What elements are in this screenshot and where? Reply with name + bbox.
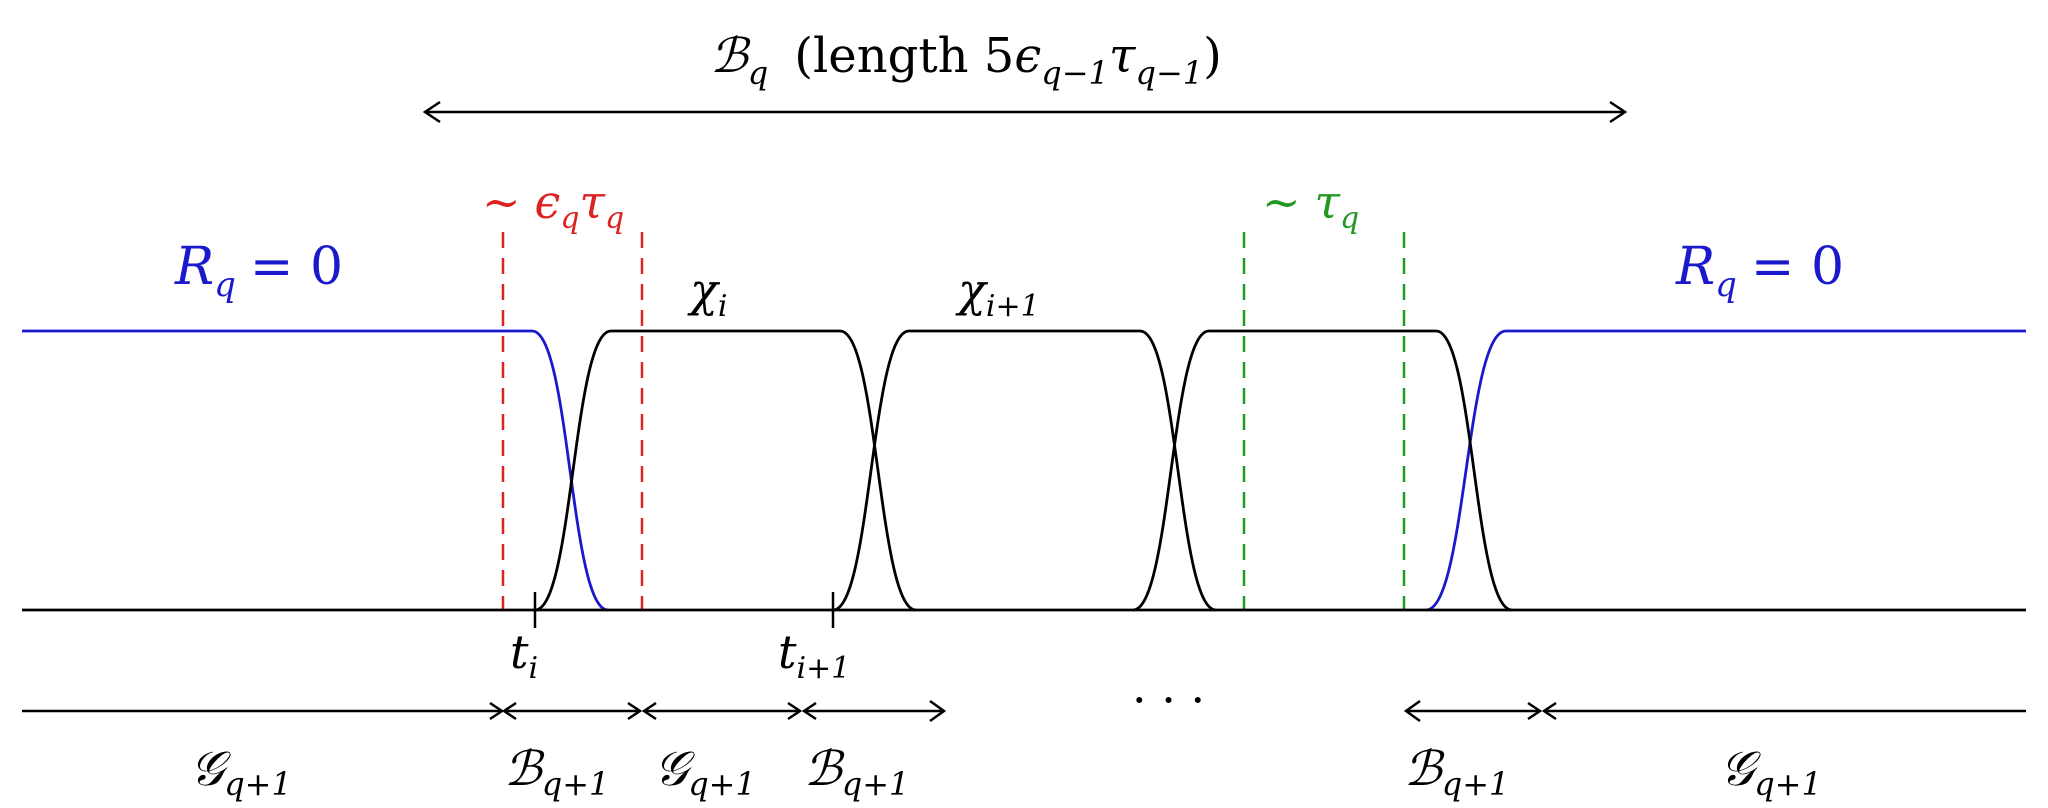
- rq-left-label: Rq= 0: [174, 237, 343, 305]
- red-width-label: ∼ϵqτq: [482, 175, 624, 236]
- bottom-segment-arrows: [22, 699, 2026, 723]
- top-interval-arrow: [422, 100, 1628, 124]
- chi-bumps: [534, 329, 1513, 612]
- b-segment-1: ℬq+1: [504, 741, 609, 803]
- b-segment-2: ℬq+1: [804, 741, 909, 803]
- g-segment-right: 𝒢q+1: [1720, 741, 1822, 803]
- chi-bump-2: [832, 329, 1217, 612]
- chi-i-label: χi: [687, 263, 727, 324]
- chi-i1-label: χi+1: [955, 263, 1040, 324]
- tick-marks: [533, 592, 835, 628]
- green-dashed-markers: [1242, 232, 1406, 610]
- ellipsis: · · ·: [1132, 673, 1205, 727]
- chi-bump-3: [1132, 329, 1513, 612]
- rq-right-label: Rq= 0: [1675, 237, 1844, 305]
- g-segment-left: 𝒢q+1: [190, 741, 292, 803]
- bottom-segment-labels: 𝒢q+1 ℬq+1 𝒢q+1 ℬq+1 ℬq+1 𝒢q+1: [190, 741, 1822, 803]
- green-width-label: ∼τq: [1262, 175, 1359, 236]
- g-segment-middle: 𝒢q+1: [654, 741, 756, 803]
- chi-bump-1: [534, 329, 917, 612]
- t-i-label: ti: [510, 625, 538, 686]
- red-dashed-markers: [501, 232, 644, 610]
- b-segment-right: ℬq+1: [1404, 741, 1509, 803]
- rq-curve: [22, 329, 2026, 612]
- t-i1-label: ti+1: [778, 625, 850, 686]
- top-interval-label: ℬq(length 5ϵq−1τq−1): [710, 28, 1222, 92]
